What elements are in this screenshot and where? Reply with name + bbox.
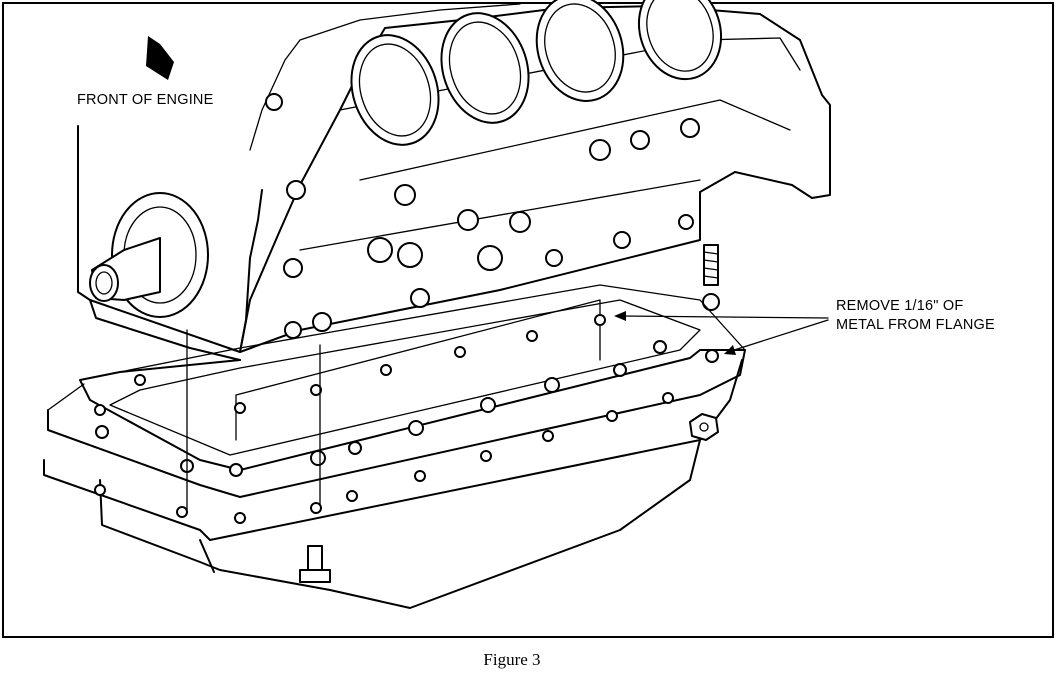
engine-oil-pan-diagram [43, 0, 831, 609]
figure-caption: Figure 3 [483, 650, 541, 669]
engine-block [77, 0, 831, 361]
front-direction-arrow-icon [146, 36, 174, 80]
remove-metal-label-line-2: METAL FROM FLANGE [836, 317, 995, 333]
pan-bolt-holes [94, 314, 719, 524]
figure-frame [2, 2, 1054, 638]
alignment-lines [186, 329, 321, 511]
oil-pan [43, 299, 743, 609]
remove-metal-callout-leaders [614, 311, 829, 355]
front-of-engine-label: FRONT OF ENGINE [77, 92, 214, 108]
remove-metal-label-line-1: REMOVE 1/16" OF [836, 298, 964, 314]
